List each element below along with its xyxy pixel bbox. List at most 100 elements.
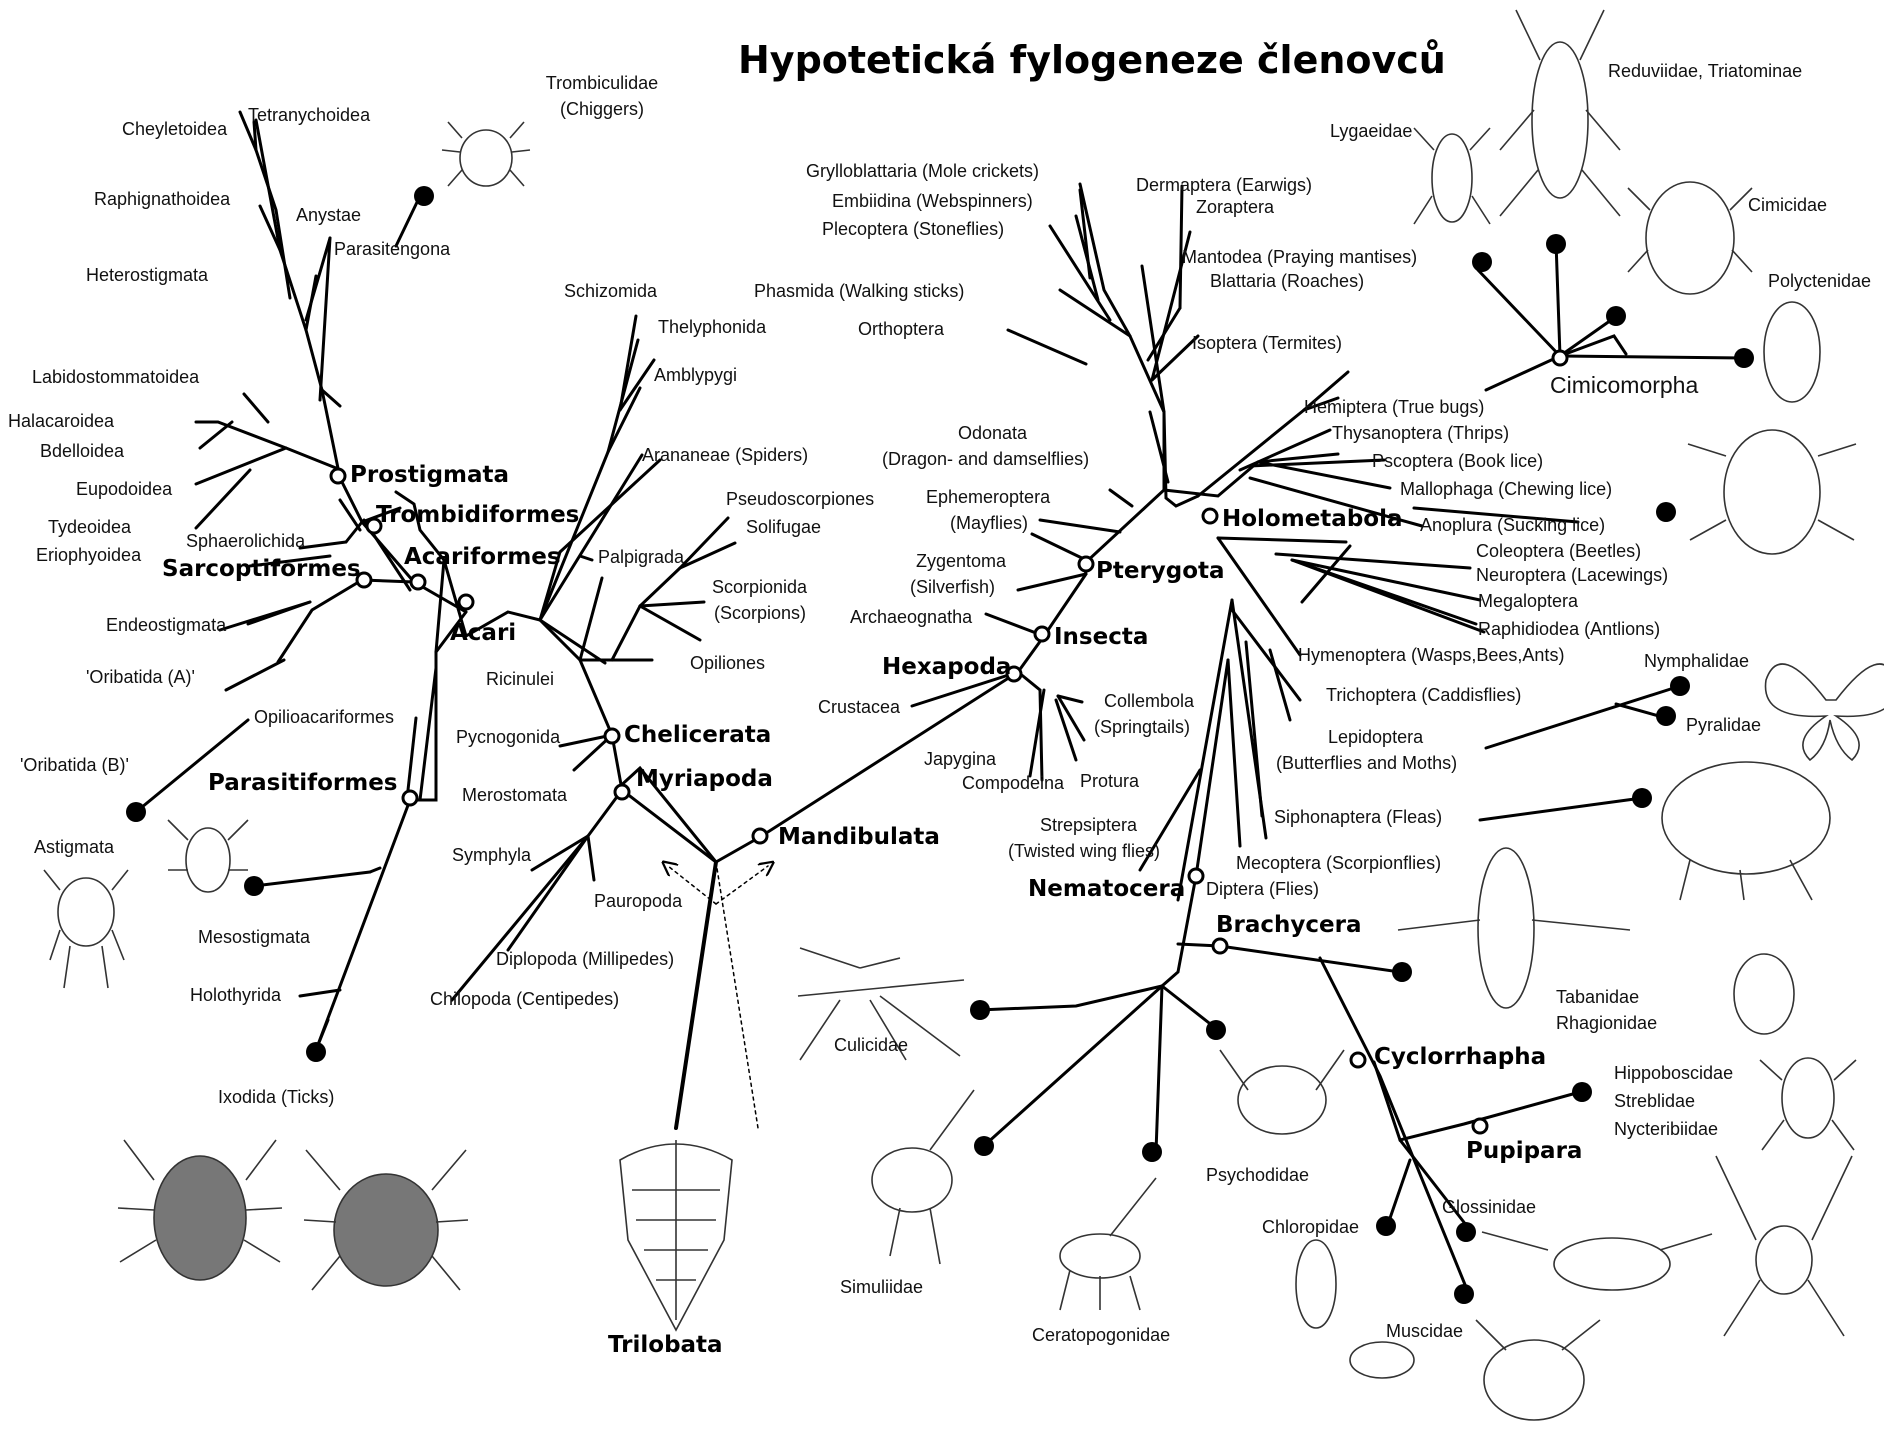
clade-sarcoptiformes: Sarcoptiformes (162, 556, 361, 582)
taxon-dragonflies: (Dragon- and damselflies) (882, 448, 1089, 470)
clade-mandibulata: Mandibulata (778, 824, 940, 850)
taxon-plecoptera: Plecoptera (Stoneflies) (822, 218, 1004, 240)
taxon-thelyphonida: Thelyphonida (658, 316, 766, 338)
trilobite-sketch (620, 1140, 732, 1330)
family-psychodidae: Psychodidae (1206, 1164, 1309, 1186)
taxon-scorpionida: Scorpionida (712, 576, 807, 598)
taxon-heterostigmata: Heterostigmata (86, 264, 208, 286)
family-hippoboscidae: Hippoboscidae (1614, 1062, 1733, 1084)
midge-sketch (1060, 1178, 1156, 1310)
taxon-raphignathoidea: Raphignathoidea (94, 188, 230, 210)
taxon-mantodea: Mantodea (Praying mantises) (1182, 246, 1417, 268)
family-lygaeidae: Lygaeidae (1330, 120, 1412, 142)
taxon-siphonaptera: Siphonaptera (Fleas) (1274, 806, 1442, 828)
taxon-eupodoidea: Eupodoidea (76, 478, 172, 500)
taxon-coleoptera: Coleoptera (Beetles) (1476, 540, 1641, 562)
taxon-blattaria: Blattaria (Roaches) (1210, 270, 1364, 292)
tick-sketch-2 (304, 1150, 468, 1290)
mesostigmata-sketch (168, 820, 248, 892)
louse-sketch (1688, 430, 1856, 554)
taxon-pycnogonida: Pycnogonida (456, 726, 560, 748)
clade-cyclorrhapha: Cyclorrhapha (1374, 1044, 1546, 1070)
moth-fly-sketch (1220, 1050, 1344, 1134)
polyctenid-sketch (1764, 302, 1820, 402)
taxon-trichoptera: Trichoptera (Caddisflies) (1326, 684, 1521, 706)
tsetse-sketch (1482, 1232, 1712, 1290)
family-polyctenidae: Polyctenidae (1768, 270, 1871, 292)
astigmata-sketch (44, 870, 128, 988)
taxon-eriophyoidea: Eriophyoidea (36, 544, 141, 566)
clade-acariformes: Acariformes (404, 544, 561, 570)
taxon-phasmida: Phasmida (Walking sticks) (754, 280, 964, 302)
taxon-lepidoptera: Lepidoptera (1328, 726, 1423, 748)
taxon-crustacea: Crustacea (818, 696, 900, 718)
family-muscidae: Muscidae (1386, 1320, 1463, 1342)
housefly-sketch-2 (1476, 1320, 1600, 1420)
taxon-astigmata: Astigmata (34, 836, 114, 858)
clade-pupipara: Pupipara (1466, 1138, 1582, 1164)
taxon-dermaptera: Dermaptera (Earwigs) (1136, 174, 1312, 196)
family-nycteribiidae: Nycteribiidae (1614, 1118, 1718, 1140)
taxon-neuroptera: Neuroptera (Lacewings) (1476, 564, 1668, 586)
family-cimicidae: Cimicidae (1748, 194, 1827, 216)
taxon-mayflies: (Mayflies) (950, 512, 1028, 534)
taxon-embiidina: Embiidina (Webspinners) (832, 190, 1033, 212)
taxon-japygina: Japygina (924, 748, 996, 770)
family-tabanidae: Tabanidae (1556, 986, 1639, 1008)
clade-trombidiformes: Trombidiformes (376, 502, 579, 528)
taxon-thysanoptera: Thysanoptera (Thrips) (1332, 422, 1509, 444)
housefly-sketch-1 (1350, 1342, 1414, 1378)
taxon-zygentoma: Zygentoma (916, 550, 1006, 572)
taxon-amblypygi: Amblypygi (654, 364, 737, 386)
taxon-palpigrada: Palpigrada (598, 546, 684, 568)
taxon-butterflies: (Butterflies and Moths) (1276, 752, 1457, 774)
clade-prostigmata: Prostigmata (350, 462, 509, 488)
taxon-collembola: Collembola (1104, 690, 1194, 712)
taxon-protura: Protura (1080, 770, 1139, 792)
taxon-ephemeroptera: Ephemeroptera (926, 486, 1050, 508)
family-pyralidae: Pyralidae (1686, 714, 1761, 736)
taxon-solifugae: Solifugae (746, 516, 821, 538)
clade-cimicomorpha: Cimicomorpha (1550, 374, 1698, 396)
clade-myriapoda: Myriapoda (636, 766, 773, 792)
clade-trilobata: Trilobata (608, 1332, 723, 1358)
taxon-oribatida-a: 'Oribatida (A)' (86, 666, 195, 688)
taxon-isoptera: Isoptera (Termites) (1192, 332, 1342, 354)
taxon-opiliones: Opiliones (690, 652, 765, 674)
taxon-diplopoda: Diplopoda (Millipedes) (496, 948, 674, 970)
taxon-labidostommatoidea: Labidostommatoidea (32, 366, 199, 388)
taxon-holothyrida: Holothyrida (190, 984, 281, 1006)
taxon-schizomida: Schizomida (564, 280, 657, 302)
lygaeid-sketch (1414, 128, 1490, 224)
taxon-strepsiptera: Strepsiptera (1040, 814, 1137, 836)
clade-parasitiformes: Parasitiformes (208, 770, 397, 796)
family-chloropidae: Chloropidae (1262, 1216, 1359, 1238)
blackfly-sketch (872, 1090, 974, 1264)
taxon-ricinulei: Ricinulei (486, 668, 554, 690)
tabanid-larva-sketch (1734, 954, 1794, 1034)
bedbug-sketch (1628, 182, 1752, 294)
taxon-silverfish: (Silverfish) (910, 576, 995, 598)
chigger-sketch (442, 122, 530, 186)
taxon-anoplura: Anoplura (Sucking lice) (1420, 514, 1605, 536)
clade-chelicerata: Chelicerata (624, 722, 771, 748)
nycteribiid-sketch (1716, 1156, 1852, 1336)
taxon-tetranychoidea: Tetranychoidea (248, 104, 370, 126)
family-ceratopogonidae: Ceratopogonidae (1032, 1324, 1170, 1346)
taxon-hymenoptera: Hymenoptera (Wasps,Bees,Ants) (1298, 644, 1564, 666)
taxon-bdelloidea: Bdelloidea (40, 440, 124, 462)
hippoboscid-sketch (1760, 1058, 1856, 1150)
family-streblidae: Streblidae (1614, 1090, 1695, 1112)
taxon-endeostigmata: Endeostigmata (106, 614, 226, 636)
taxon-diptera: Diptera (Flies) (1206, 878, 1319, 900)
taxon-opilioacariformes: Opilioacariformes (254, 706, 394, 728)
flea-sketch (1662, 762, 1830, 900)
taxon-twisted: (Twisted wing flies) (1008, 840, 1160, 862)
clade-holometabola: Holometabola (1222, 506, 1403, 532)
taxon-halacaroidea: Halacaroidea (8, 410, 114, 432)
butterfly-sketch (1766, 664, 1884, 760)
taxon-zoraptera: Zoraptera (1196, 196, 1274, 218)
taxon-odonata: Odonata (958, 422, 1027, 444)
taxon-hemiptera: Hemiptera (True bugs) (1304, 396, 1484, 418)
